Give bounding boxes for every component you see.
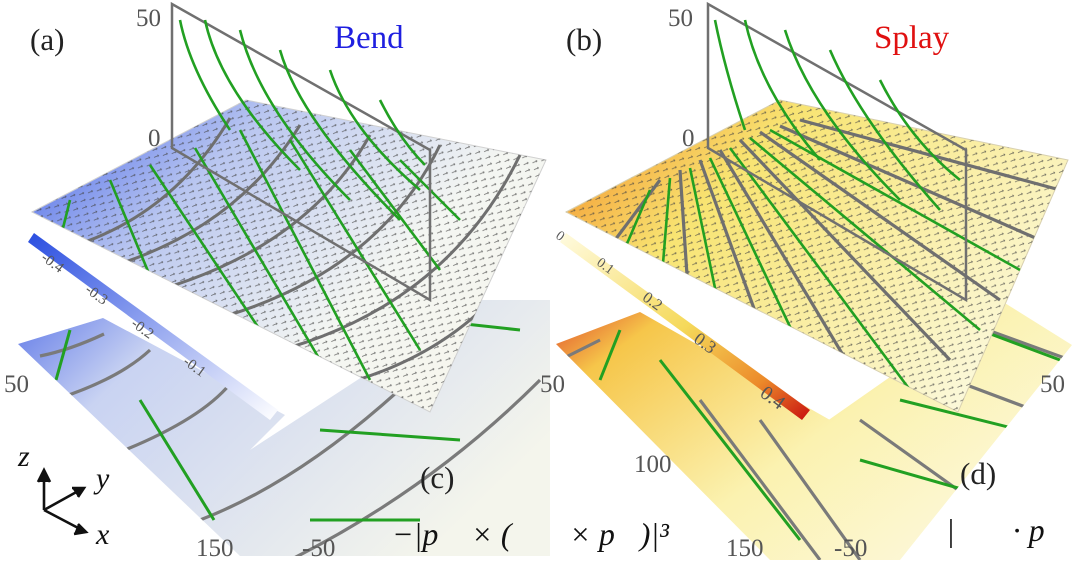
z-tick-50-a: 50 [136, 5, 161, 32]
z-tick-0-b: 0 [682, 125, 695, 152]
x-tick-50-a: 50 [4, 371, 29, 398]
y-tick-neg50-b: -50 [834, 535, 868, 562]
z-tick-50-b: 50 [668, 5, 693, 32]
axes-glyph [36, 467, 89, 536]
bend-title: Bend [334, 20, 404, 56]
bend-vertical-plane [170, 1, 432, 303]
z-tick-0-a: 0 [148, 125, 161, 152]
x-tick-150-b: 150 [726, 535, 764, 562]
axis-z-label: z [18, 440, 30, 473]
splay-colorbar [560, 233, 810, 420]
bend-colorbar [28, 233, 278, 420]
y-tick-neg50-a: -50 [302, 535, 336, 562]
panel-label-d: (d) [960, 456, 997, 491]
x-tick-100-b: 100 [634, 451, 672, 478]
axis-x-label: x [96, 518, 110, 551]
y-tick-50-b: 50 [1040, 371, 1065, 398]
x-tick-150-a: 150 [196, 535, 234, 562]
bend-formula: −|p⃗ × (∇⃗ × p⃗)|³ [392, 516, 669, 552]
x-tick-50-b: 50 [540, 371, 565, 398]
splay-vertical-plane [706, 1, 968, 303]
panel-label-c: (c) [420, 460, 455, 495]
panel-label-b: (b) [566, 22, 603, 57]
axis-y-label: y [96, 462, 110, 495]
panel-label-a: (a) [30, 22, 65, 57]
splay-title: Splay [874, 20, 950, 56]
splay-formula: |∇⃗ · p⃗ |³ [946, 512, 1072, 548]
